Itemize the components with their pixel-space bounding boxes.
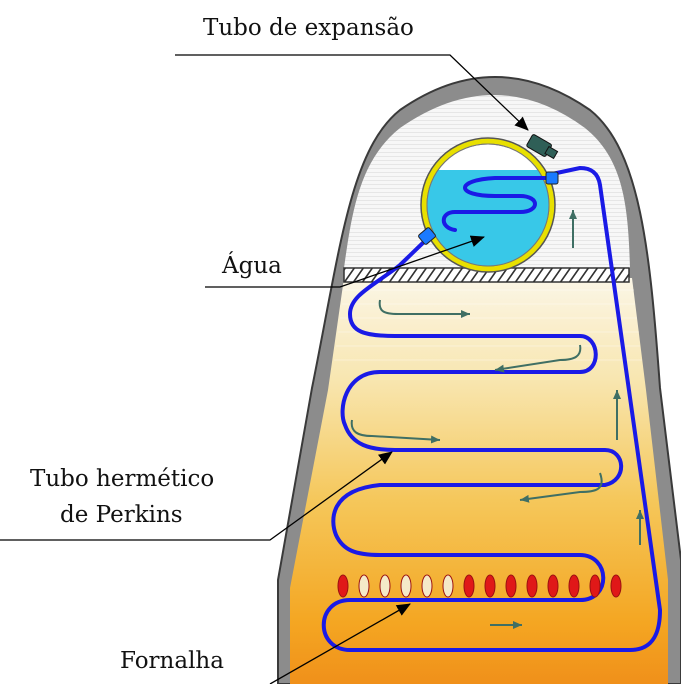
label-water: Água [221, 252, 282, 279]
flame-icon [485, 575, 495, 597]
flame-icon [569, 575, 579, 597]
flame-icon [548, 575, 558, 597]
flame-icon [464, 575, 474, 597]
label-expansion-tube: Tubo de expansão [203, 15, 414, 41]
flame-icon [359, 575, 369, 597]
flame-icon [401, 575, 411, 597]
label-perkins-tube-line2: de Perkins [60, 502, 183, 528]
label-furnace: Fornalha [120, 648, 224, 674]
flame-icon [338, 575, 348, 597]
flame-icon [380, 575, 390, 597]
outlet-connector-icon [546, 172, 558, 184]
flame-icon [506, 575, 516, 597]
flame-icon [527, 575, 537, 597]
flame-icon [422, 575, 432, 597]
flame-icon [443, 575, 453, 597]
flame-icon [611, 575, 621, 597]
flame-icon [590, 575, 600, 597]
label-perkins-tube-line1: Tubo hermético [30, 466, 214, 492]
